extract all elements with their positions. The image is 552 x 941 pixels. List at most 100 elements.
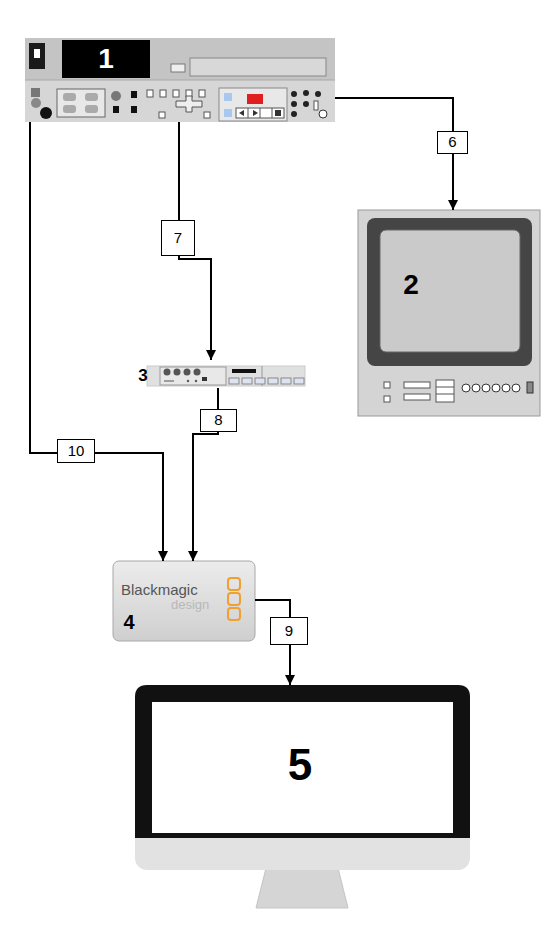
rack-button	[255, 378, 265, 384]
tape-slot	[190, 58, 326, 76]
cable-number: 8	[200, 409, 237, 432]
deck-control-panel	[25, 80, 335, 122]
power-switch	[29, 43, 45, 69]
logo-square	[228, 578, 240, 590]
eject-button	[171, 64, 185, 72]
monitor-knob	[462, 384, 470, 392]
crt-monitor-illustration	[358, 210, 540, 416]
deck-button	[173, 90, 179, 97]
transport-buttons	[236, 108, 284, 118]
headphone-jack	[40, 107, 52, 119]
transport-button	[224, 109, 232, 117]
monitor-knob	[472, 384, 480, 392]
rack-dot	[187, 380, 189, 382]
monitor-knob	[502, 384, 510, 392]
capture-device-node: Blackmagicdesign4	[113, 561, 255, 641]
rack-button	[294, 378, 304, 384]
computer-screen	[152, 702, 453, 833]
rack-knob	[174, 369, 181, 376]
video-monitor-node: 2	[358, 210, 540, 416]
transport-symbol	[253, 110, 258, 116]
monitor-knob	[492, 384, 500, 392]
device-number: 4	[118, 609, 140, 635]
transport-symbol	[239, 110, 244, 116]
rack-knob	[184, 369, 191, 376]
deck-dot	[315, 91, 321, 97]
device-number: 3	[135, 366, 151, 386]
meter	[63, 105, 76, 113]
monitor-buttons	[404, 394, 430, 400]
transport-button	[224, 93, 232, 101]
deck-button	[131, 106, 137, 113]
monitor-body	[358, 210, 540, 416]
rack-display	[232, 369, 256, 373]
device-number: 1	[62, 40, 150, 78]
deck-knob	[31, 98, 41, 108]
transport-divider	[272, 108, 273, 118]
deck-button	[199, 90, 205, 97]
brand-name: Blackmagic	[121, 580, 233, 599]
rack-unit-illustration	[147, 366, 305, 386]
deck-dot	[291, 91, 297, 97]
transport-divider	[260, 108, 261, 118]
computer-illustration	[135, 685, 470, 908]
deck-display	[62, 40, 150, 78]
deck-button	[314, 101, 318, 110]
cable-number: 9	[270, 617, 308, 645]
monitor-screen	[380, 230, 520, 352]
rack-button	[281, 378, 291, 384]
rack-button	[242, 378, 252, 384]
deck-button	[131, 91, 137, 98]
monitor-button	[384, 396, 390, 402]
signal-cable	[30, 122, 163, 561]
rack-knob	[164, 369, 171, 376]
switch-line	[436, 387, 454, 388]
capture-device-illustration	[113, 561, 255, 641]
monitor-bezel	[367, 218, 532, 366]
rack-panel	[160, 367, 226, 385]
rack-unit-node: 3	[133, 360, 308, 388]
meter-panel	[57, 89, 105, 117]
tape-deck-illustration	[25, 38, 335, 122]
deck-dot	[291, 101, 297, 107]
monitor-power	[527, 382, 533, 393]
transport-panel	[219, 88, 287, 121]
rack-button	[229, 378, 239, 384]
cable-number: 7	[161, 220, 195, 256]
monitor-buttons	[404, 382, 430, 388]
monitor-knob	[482, 384, 490, 392]
rack-knob	[194, 369, 201, 376]
rack-dot	[195, 380, 197, 382]
computer-bezel	[135, 685, 470, 838]
computer-stand	[256, 868, 348, 908]
switch-line	[436, 394, 454, 395]
deck-button	[159, 112, 165, 118]
deck-dot	[303, 101, 309, 107]
transport-divider	[248, 108, 249, 118]
rack-unit-face	[147, 366, 305, 386]
meter	[85, 105, 98, 113]
rack-led	[202, 377, 207, 381]
deck-button	[31, 88, 40, 97]
cable-number: 6	[437, 131, 468, 154]
deck-button	[113, 106, 119, 113]
monitor-button	[384, 382, 390, 388]
deck-button	[204, 112, 210, 118]
deck-knob	[111, 91, 121, 101]
rack-button	[268, 378, 278, 384]
deck-dot	[303, 90, 309, 96]
computer-chin	[135, 685, 470, 870]
logo-square	[228, 608, 240, 620]
deck-top-panel	[25, 38, 335, 80]
meter	[63, 93, 76, 101]
deck-button	[160, 90, 166, 97]
rack-key	[164, 381, 174, 382]
device-number: 5	[252, 735, 348, 795]
deck-dot	[291, 111, 297, 117]
monitor-switches	[436, 380, 454, 402]
